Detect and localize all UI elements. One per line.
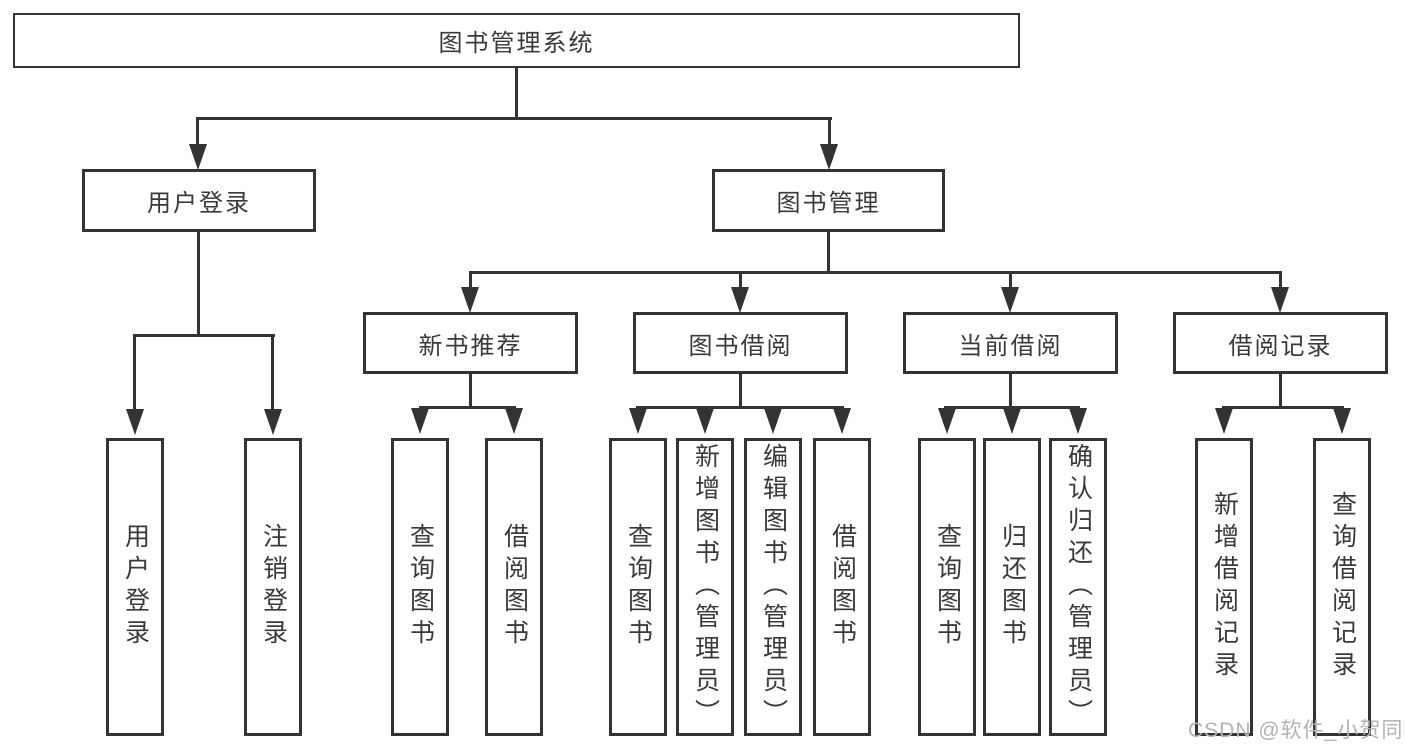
connector-vline — [133, 334, 136, 409]
node-label: 借阅图书 — [828, 523, 857, 651]
leaf-user-login: 用户登录 — [106, 438, 164, 736]
arrowhead-down-icon — [189, 144, 207, 170]
node-book-mgmt-branch: 图书管理 — [712, 169, 945, 232]
connector-vline — [197, 232, 200, 336]
node-label: 图书管理 — [776, 190, 881, 217]
connector-vline — [1279, 271, 1282, 289]
node-book-borrow: 图书借阅 — [633, 312, 848, 374]
connector-hline — [133, 334, 275, 337]
node-label: 图书借阅 — [688, 332, 793, 360]
node-label: 新增图书（管理员） — [691, 443, 720, 731]
arrowhead-down-icon — [1271, 287, 1289, 313]
node-label: 新书推荐 — [418, 332, 523, 360]
node-label: 查询图书 — [933, 523, 962, 651]
connector-hline — [196, 117, 832, 120]
connector-vline — [828, 117, 831, 146]
node-user-login-branch: 用户登录 — [82, 169, 316, 232]
node-label: 归还图书 — [998, 523, 1027, 651]
connector-vline — [827, 232, 830, 273]
arrowhead-down-icon — [126, 409, 144, 435]
node-label: 新增借阅记录 — [1210, 491, 1239, 683]
connector-hline — [636, 406, 844, 409]
leaf-bb-borrow-books: 借阅图书 — [813, 438, 871, 736]
arrowhead-down-icon — [731, 287, 749, 313]
node-label: 查询借阅记录 — [1328, 491, 1357, 683]
connector-vline — [469, 374, 472, 408]
node-label: 借阅记录 — [1228, 332, 1333, 360]
arrowhead-down-icon — [1003, 408, 1021, 434]
arrowhead-down-icon — [505, 408, 523, 434]
node-root: 图书管理系统 — [13, 13, 1020, 68]
leaf-cb-confirm-return-admin: 确认归还（管理员） — [1049, 438, 1107, 736]
arrowhead-down-icon — [461, 287, 479, 313]
connector-vline — [469, 271, 472, 289]
arrowhead-down-icon — [629, 408, 647, 434]
node-label: 借阅图书 — [500, 523, 529, 651]
leaf-br-add-record: 新增借阅记录 — [1195, 438, 1253, 736]
leaf-nbr-borrow-books: 借阅图书 — [485, 438, 543, 736]
arrowhead-down-icon — [938, 408, 956, 434]
node-label: 查询图书 — [624, 523, 653, 651]
connector-hline — [944, 406, 1080, 409]
node-label: 编辑图书（管理员） — [759, 443, 788, 731]
arrowhead-down-icon — [1215, 408, 1233, 434]
connector-vline — [271, 334, 274, 409]
arrowhead-down-icon — [1333, 408, 1351, 434]
connector-hline — [469, 271, 1281, 274]
connector-vline — [739, 374, 742, 408]
leaf-bb-query-books: 查询图书 — [609, 438, 667, 736]
connector-vline — [739, 271, 742, 289]
connector-vline — [515, 68, 518, 118]
leaf-nbr-query-books: 查询图书 — [391, 438, 449, 736]
arrowhead-down-icon — [833, 408, 851, 434]
arrowhead-down-icon — [264, 409, 282, 435]
node-label: 确认归还（管理员） — [1064, 443, 1093, 731]
node-label: 图书管理系统 — [438, 30, 595, 57]
watermark: CSDN @软件_小贺同学 — [1188, 719, 1405, 742]
node-current-borrow: 当前借阅 — [903, 312, 1118, 374]
connector-hline — [419, 406, 516, 409]
connector-vline — [1279, 374, 1282, 408]
leaf-cb-return-books: 归还图书 — [983, 438, 1041, 736]
arrowhead-down-icon — [1001, 287, 1019, 313]
node-label: 用户登录 — [147, 190, 251, 217]
connector-vline — [196, 117, 199, 146]
arrowhead-down-icon — [1069, 408, 1087, 434]
node-label: 查询图书 — [406, 523, 435, 651]
leaf-bb-edit-books-admin: 编辑图书（管理员） — [744, 438, 802, 736]
leaf-logout: 注销登录 — [244, 438, 302, 736]
connector-vline — [1009, 271, 1012, 289]
node-label: 用户登录 — [121, 523, 150, 651]
node-label: 注销登录 — [259, 523, 288, 651]
arrowhead-down-icon — [411, 408, 429, 434]
arrowhead-down-icon — [696, 408, 714, 434]
arrowhead-down-icon — [820, 144, 838, 170]
connector-hline — [1222, 406, 1344, 409]
node-borrow-records: 借阅记录 — [1173, 312, 1388, 374]
connector-vline — [1009, 374, 1012, 408]
leaf-bb-add-books-admin: 新增图书（管理员） — [676, 438, 734, 736]
leaf-cb-query-books: 查询图书 — [918, 438, 976, 736]
leaf-br-query-record: 查询借阅记录 — [1313, 438, 1371, 736]
arrowhead-down-icon — [764, 408, 782, 434]
node-new-book-recommend: 新书推荐 — [363, 312, 578, 374]
node-label: 当前借阅 — [958, 332, 1063, 360]
